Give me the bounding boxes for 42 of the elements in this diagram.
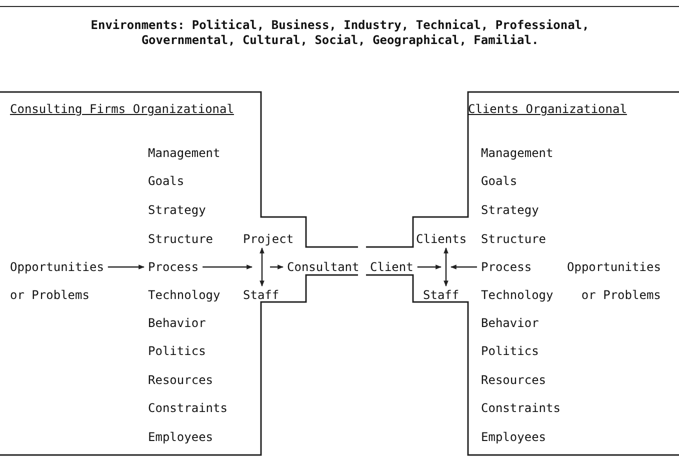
factor-label: Behavior — [148, 315, 206, 331]
node-label: Staff — [423, 287, 460, 303]
node-label: Opportunities or Problems — [10, 253, 104, 309]
arrow — [270, 264, 284, 270]
factor-label: Structure — [481, 231, 546, 247]
factor-label: Technology — [148, 287, 220, 303]
factor-label: Politics — [481, 343, 539, 359]
node-label: Process — [481, 259, 532, 275]
node-label: Staff — [243, 287, 280, 303]
factor-label: Strategy — [148, 202, 206, 218]
factor-label: Politics — [148, 343, 206, 359]
arrow — [260, 247, 264, 287]
factor-label: Constraints — [148, 400, 228, 416]
factor-label: Strategy — [481, 202, 539, 218]
node-label: Consultant — [287, 259, 360, 275]
node-label: Process — [148, 259, 199, 275]
organization-outline — [0, 92, 360, 457]
factor-label: Goals — [148, 173, 184, 189]
organization-outline — [364, 92, 679, 457]
factor-label: Structure — [148, 231, 214, 247]
node-label: Project — [243, 231, 294, 247]
node-label: Clients — [416, 231, 467, 247]
factor-label: Management — [148, 145, 220, 161]
factor-label: Resources — [148, 372, 214, 388]
factor-label: Employees — [481, 429, 546, 445]
factor-label: Employees — [148, 429, 214, 445]
factor-label: Management — [481, 145, 554, 161]
arrow — [202, 264, 253, 270]
factor-label: Constraints — [481, 400, 560, 416]
arrow — [450, 264, 477, 270]
factor-label: Technology — [481, 287, 554, 303]
arrow — [417, 264, 442, 270]
section-heading: Consulting Firms Organizational — [10, 101, 234, 117]
node-label: Opportunities or Problems — [567, 253, 661, 309]
factor-label: Resources — [481, 372, 546, 388]
node-label: Client — [370, 259, 414, 275]
factor-label: Goals — [481, 173, 518, 189]
arrow — [444, 247, 448, 287]
section-heading: Clients Organizational — [468, 101, 627, 117]
arrow — [108, 264, 145, 270]
factor-label: Behavior — [481, 315, 539, 331]
title: Environments: Political, Business, Industry, Technical, Professional, Governmental, Cultural, Social, Geographical, Familial. — [90, 18, 590, 48]
